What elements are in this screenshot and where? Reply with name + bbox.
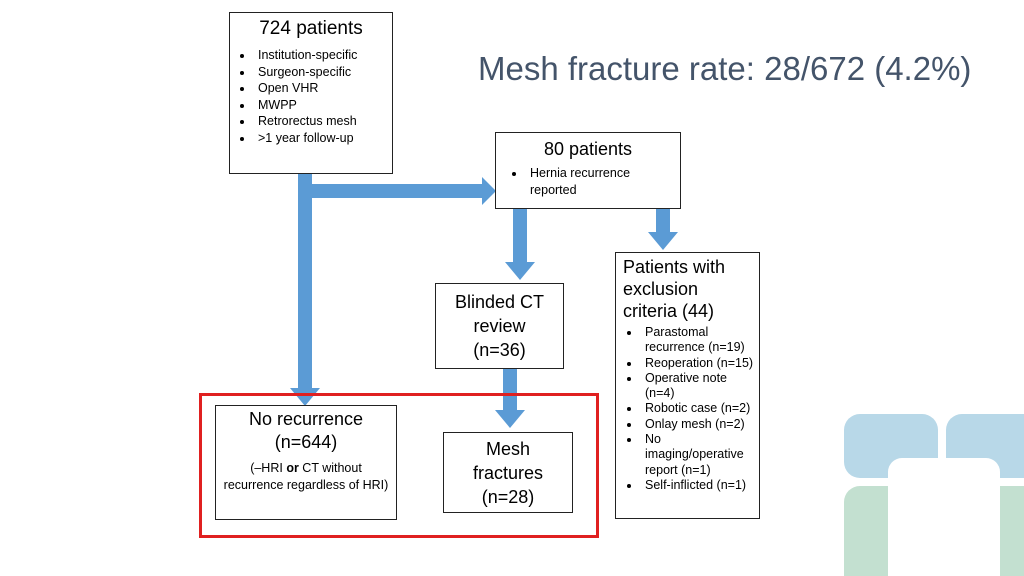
exclusion-heading: Patients with exclusion criteria (44) [623, 257, 726, 321]
arrow-recurrence-to-ct-shaft [513, 209, 527, 263]
arrow-recurrence-to-exclusion-shaft [656, 209, 670, 233]
mesh-fractures-box: Mesh fractures (n=28) [443, 432, 573, 513]
recurrence-patients-box: 80 patients Hernia recurrence reported [495, 132, 681, 209]
ct-review-heading: Blinded CT review (n=36) [454, 292, 545, 360]
arrow-recurrence-to-exclusion-head [648, 232, 678, 250]
recurrence-criterion: Hernia recurrence reported [526, 165, 672, 198]
recurrence-patients-heading: 80 patients [543, 139, 633, 159]
total-patients-box: 724 patients Institution-specific Surgeo… [229, 12, 393, 174]
ct-review-box: Blinded CT review (n=36) [435, 283, 564, 369]
exclusion-list: Parastomal recurrence (n=19) Reoperation… [623, 325, 755, 493]
inclusion-criterion: Institution-specific [254, 47, 392, 64]
arrow-ct-to-fractures-head [495, 410, 525, 428]
inclusion-criteria-list: Institution-specific Surgeon-specific Op… [230, 47, 392, 147]
exclusion-item: Robotic case (n=2) [641, 401, 755, 416]
arrow-ct-to-fractures-shaft [503, 369, 517, 411]
logo-cross-center [888, 458, 1000, 576]
inclusion-criterion: MWPP [254, 97, 392, 114]
arrow-total-down-shaft [298, 174, 312, 392]
exclusion-item: Reoperation (n=15) [641, 356, 755, 371]
inclusion-criterion: Open VHR [254, 80, 392, 97]
exclusion-item: Self-inflicted (n=1) [641, 478, 755, 493]
no-recurrence-heading: No recurrence (n=644) [248, 409, 364, 452]
exclusion-item: Operative note (n=4) [641, 371, 755, 402]
highlight-frame [199, 393, 599, 538]
exclusion-item: No imaging/operative report (n=1) [641, 432, 755, 478]
recurrence-criteria-list: Hernia recurrence reported [496, 165, 680, 198]
exclusion-item: Parastomal recurrence (n=19) [641, 325, 755, 356]
exclusion-criteria-box: Patients with exclusion criteria (44) Pa… [615, 252, 760, 519]
inclusion-criterion: Retrorectus mesh [254, 113, 392, 130]
arrow-total-right-shaft [312, 184, 484, 198]
inclusion-criterion: Surgeon-specific [254, 64, 392, 81]
inclusion-criterion: >1 year follow-up [254, 130, 392, 147]
arrow-recurrence-to-ct-head [505, 262, 535, 280]
exclusion-item: Onlay mesh (n=2) [641, 417, 755, 432]
total-patients-heading: 724 patients [259, 18, 363, 39]
no-recurrence-note-post: CT without recurrence regardless of HRI) [223, 461, 389, 492]
no-recurrence-note-bold: or [286, 461, 299, 475]
no-recurrence-note-pre: (–HRI [250, 461, 287, 475]
mesh-fractures-heading: Mesh fractures (n=28) [472, 438, 544, 507]
arrow-total-down-head [290, 388, 320, 406]
slide-title: Mesh fracture rate: 28/672 (4.2%) [478, 50, 972, 87]
no-recurrence-box: No recurrence (n=644) (–HRI or CT withou… [215, 405, 397, 520]
no-recurrence-note: (–HRI or CT without recurrence regardles… [222, 460, 390, 493]
arrow-total-right-head [482, 177, 496, 205]
